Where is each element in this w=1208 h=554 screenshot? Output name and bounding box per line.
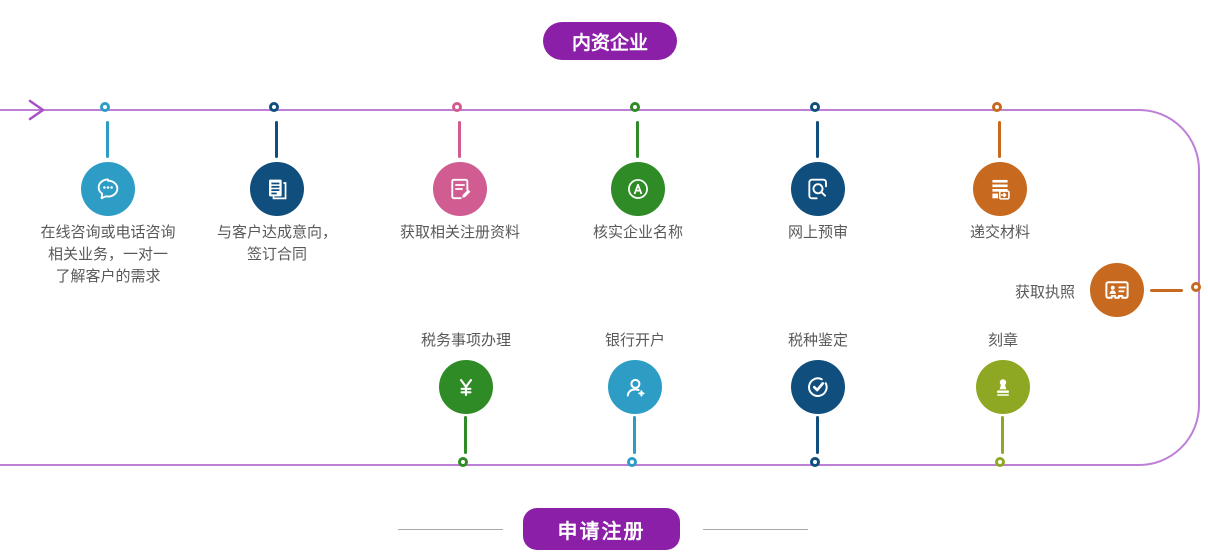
step-label: 银行开户: [604, 331, 665, 349]
step-verify-company-name: 核实企业名称: [538, 0, 738, 554]
step-label: 刻章: [987, 331, 1018, 349]
step-tax-matters: 税务事项办理: [366, 0, 566, 554]
step-online-pre-review: 网上预审: [718, 0, 918, 554]
yuan-icon: [439, 360, 493, 414]
flow-start-arrow-icon: [28, 99, 45, 121]
step-seal-carving: 刻章: [903, 0, 1103, 554]
timeline-node: [1191, 282, 1201, 292]
connector-stem: [464, 416, 467, 454]
step-label: 税种鉴定: [787, 331, 848, 349]
timeline-node: [810, 102, 820, 112]
timeline-node: [458, 457, 468, 467]
submit-doc-icon: [973, 162, 1027, 216]
documents-icon: [250, 162, 304, 216]
license-card-icon: [1090, 263, 1144, 317]
compose-doc-icon: [433, 162, 487, 216]
badge-domestic-enterprise: 内资企业: [543, 22, 677, 60]
stamp-icon: [976, 360, 1030, 414]
connector-stem: [106, 121, 109, 158]
step-tax-type-assessment: 税种鉴定: [718, 0, 918, 554]
connector-stem: [1001, 416, 1004, 454]
step-label: 在线咨询或电话咨询 相关业务，一对一 了解客户的需求: [40, 223, 176, 285]
timeline-node: [269, 102, 279, 112]
step-get-license-label: 获取执照: [1014, 283, 1075, 301]
step-label: 网上预审: [787, 223, 848, 241]
timeline-node: [630, 102, 640, 112]
timeline-node: [452, 102, 462, 112]
license-connector: [1150, 289, 1183, 292]
step-label: 核实企业名称: [592, 223, 683, 241]
connector-stem: [816, 416, 819, 454]
step-sign-contract: 与客户达成意向， 签订合同: [177, 0, 377, 554]
person-add-icon: [608, 360, 662, 414]
timeline-node: [810, 457, 820, 467]
connector-stem: [633, 416, 636, 454]
step-label: 递交材料: [969, 223, 1030, 241]
connector-stem: [998, 121, 1001, 158]
step-submit-materials: 递交材料: [900, 0, 1100, 554]
chat-icon: [81, 162, 135, 216]
connector-stem: [275, 121, 278, 158]
divider-left: [398, 529, 503, 530]
step-label: 与客户达成意向， 签订合同: [216, 223, 337, 263]
step-collect-registration-materials: 获取相关注册资料: [360, 0, 560, 554]
divider-right: [703, 529, 808, 530]
timeline-node: [992, 102, 1002, 112]
step-online-consult: 在线咨询或电话咨询 相关业务，一对一 了解客户的需求: [8, 0, 208, 554]
badge-apply-registration: 申请注册: [523, 508, 680, 550]
timeline-node: [995, 457, 1005, 467]
doc-search-icon: [791, 162, 845, 216]
step-label: 税务事项办理: [420, 331, 511, 349]
check-circle-icon: [791, 360, 845, 414]
connector-stem: [636, 121, 639, 158]
timeline-node: [627, 457, 637, 467]
connector-stem: [816, 121, 819, 158]
connector-stem: [458, 121, 461, 158]
letter-a-icon: [611, 162, 665, 216]
timeline-node: [100, 102, 110, 112]
step-label: 获取相关注册资料: [399, 223, 520, 241]
step-bank-account: 银行开户: [535, 0, 735, 554]
